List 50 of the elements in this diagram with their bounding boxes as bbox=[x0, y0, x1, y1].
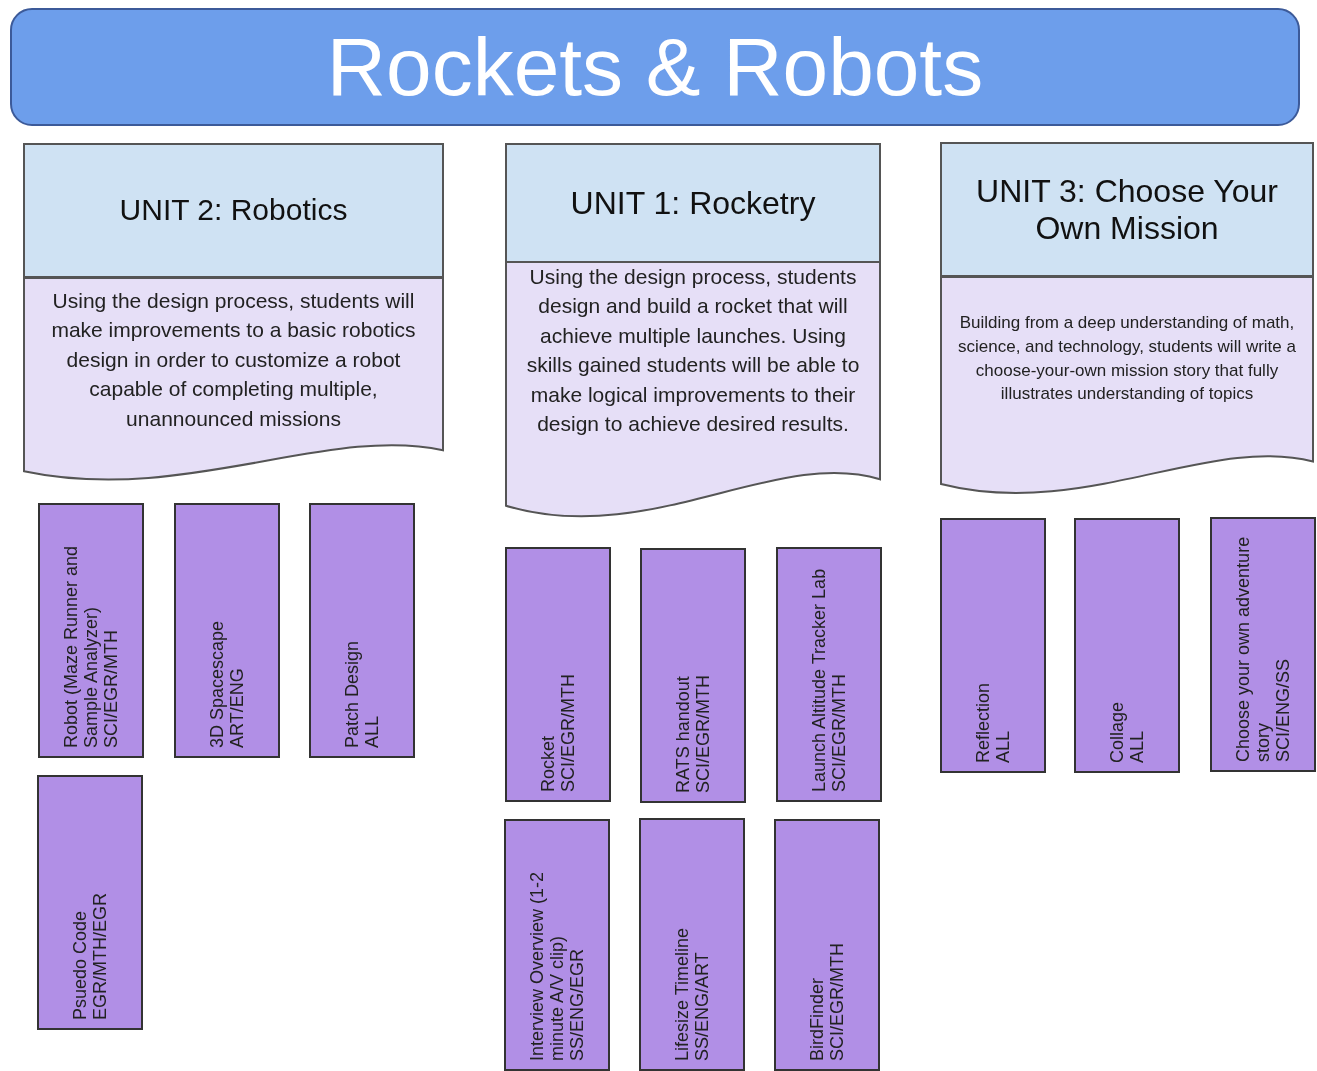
unit-header-box bbox=[505, 143, 881, 263]
activity-box bbox=[640, 548, 746, 803]
activity-name: Launch Altitude Tracker Lab bbox=[808, 567, 829, 792]
activity-name: 3D Spacescape bbox=[206, 619, 227, 748]
unit-header-box bbox=[23, 143, 444, 278]
subject-codes: SCI/EGR/MTH bbox=[829, 673, 850, 792]
subject-codes: SCI/EGR/MTH bbox=[827, 942, 848, 1061]
activity-name: Psuedo Code bbox=[69, 909, 90, 1020]
unit-title: UNIT 2: Robotics bbox=[119, 193, 348, 228]
activity-box bbox=[174, 503, 280, 758]
subject-codes: SS/ENG/ART bbox=[692, 951, 713, 1061]
activity-box bbox=[505, 547, 611, 802]
subject-codes: ALL bbox=[362, 714, 383, 748]
subject-codes: SCI/EGR/MTH bbox=[693, 674, 714, 793]
subject-codes: SS/ENG/EGR bbox=[567, 947, 588, 1061]
unit-header-box bbox=[940, 142, 1314, 277]
subject-codes: ALL bbox=[993, 729, 1014, 763]
activity-name: Reflection bbox=[972, 681, 993, 763]
activity-name: Robot (Maze Runner and Sample Analyzer) bbox=[60, 544, 102, 748]
activity-box bbox=[37, 775, 143, 1030]
unit-description: Using the design process, students will make improvements to a basic robotics design in order to customize a robot capable of completing multiple, unannounced missions bbox=[50, 288, 417, 432]
unit-description: Using the design process, students design and build a rocket that will achieve multiple launches. Using skills gained students will be able to make logical improvements to their design to achieve desired results. bbox=[525, 264, 861, 437]
activity-box bbox=[38, 503, 144, 758]
subject-codes: SCI/EGR/MTH bbox=[101, 629, 122, 748]
activity-name: BirdFinder bbox=[806, 976, 827, 1061]
activity-box bbox=[940, 518, 1046, 773]
activity-box bbox=[309, 503, 415, 758]
subject-codes: SCI/EGR/MTH bbox=[558, 673, 579, 792]
activity-box bbox=[639, 818, 745, 1071]
unit-title: UNIT 3: Choose Your Own Mission bbox=[975, 172, 1279, 247]
activity-name: Lifesize Timeline bbox=[671, 926, 692, 1061]
activity-name: Interview Overview (1-2 minute A/V clip) bbox=[526, 870, 568, 1061]
activity-box bbox=[776, 547, 882, 802]
subject-codes: SCI/ENG/SS bbox=[1273, 657, 1294, 762]
subject-codes: EGR/MTH/EGR bbox=[90, 892, 111, 1020]
activity-name: Rocket bbox=[537, 734, 558, 792]
title-banner bbox=[10, 8, 1300, 126]
activity-name: RATS handout bbox=[672, 675, 693, 793]
activity-box bbox=[504, 819, 610, 1071]
unit-title: UNIT 1: Rocketry bbox=[570, 184, 816, 222]
activity-box bbox=[1210, 517, 1316, 772]
activity-name: Patch Design bbox=[341, 639, 362, 748]
activity-box bbox=[774, 819, 880, 1071]
subject-codes: ALL bbox=[1127, 729, 1148, 763]
activity-name: Collage bbox=[1106, 700, 1127, 763]
title-text: Rockets & Robots bbox=[326, 26, 984, 108]
activity-name: Choose your own adventure story bbox=[1232, 535, 1274, 762]
activity-box bbox=[1074, 518, 1180, 773]
unit-description: Building from a deep understanding of math, science, and technology, students will write a choose-your-own mission story that fully illustrates understanding of topics bbox=[957, 312, 1297, 406]
subject-codes: ART/ENG bbox=[227, 667, 248, 748]
